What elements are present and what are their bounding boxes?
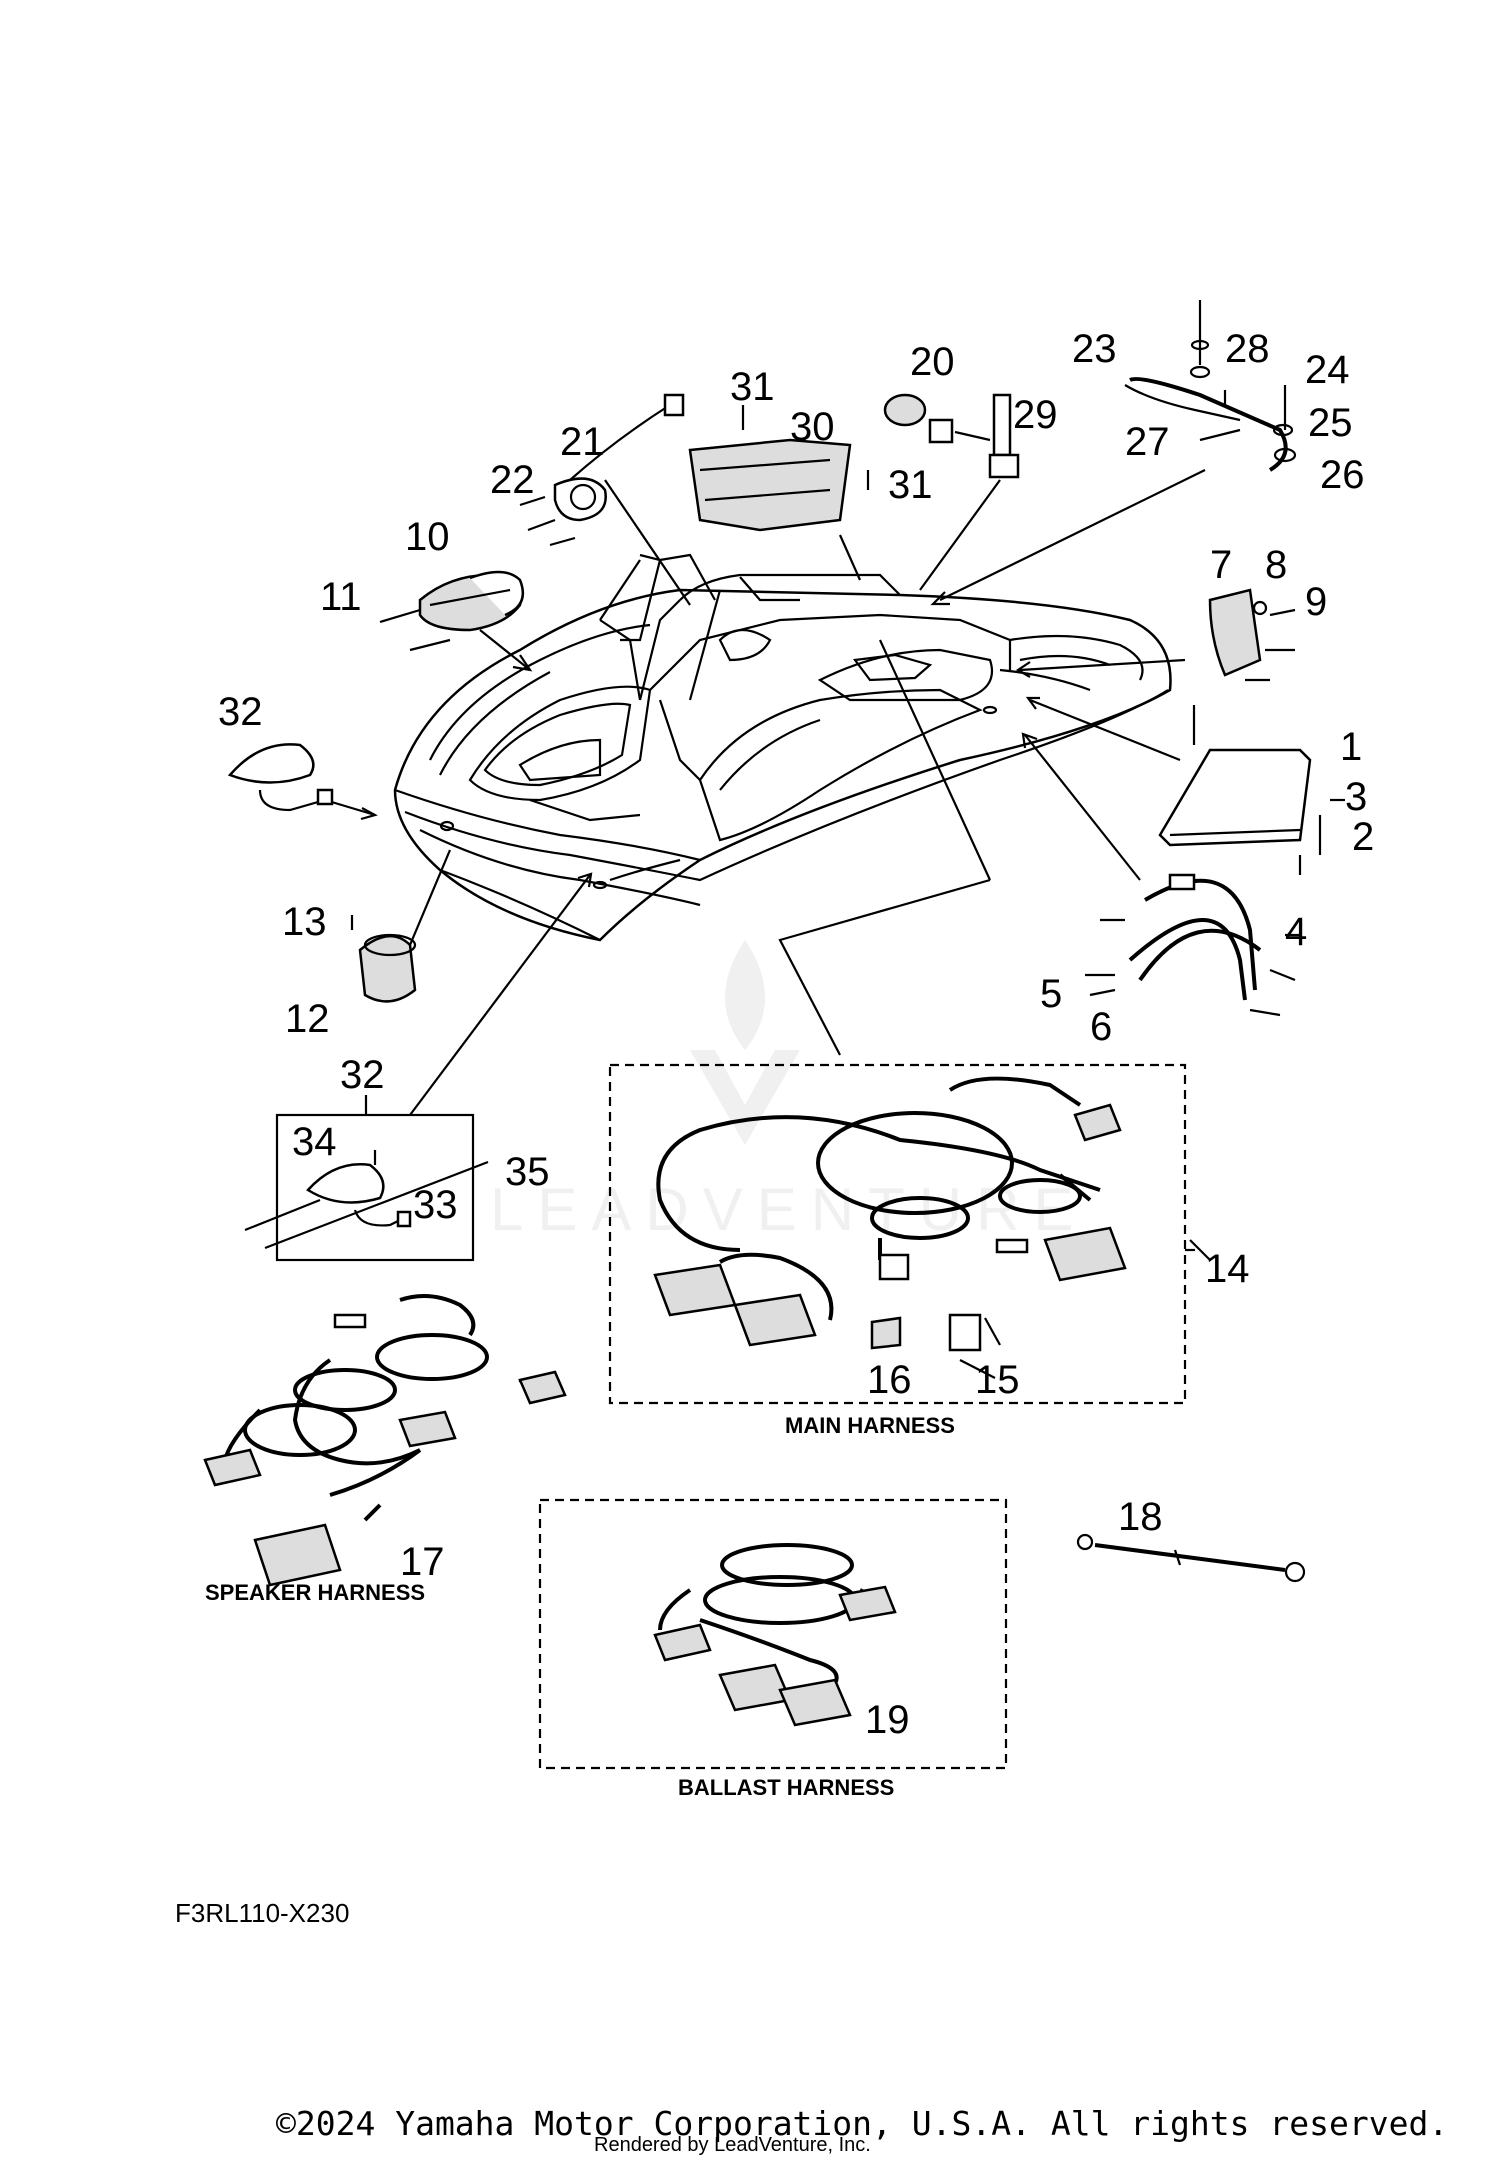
watermark-text: LEADVENTURE: [490, 1176, 1087, 1243]
callout-6: 6: [1090, 1005, 1112, 1049]
part-23-handle: [1124, 300, 1297, 472]
callout-11: 11: [320, 575, 362, 619]
ballast-harness-label: BALLAST HARNESS: [678, 1775, 894, 1800]
leader-lines: [324, 469, 1206, 1116]
part-1-box: [1158, 705, 1345, 875]
callout-21: 21: [560, 420, 605, 464]
callout-10: 10: [405, 515, 450, 559]
callout-13: 13: [282, 900, 327, 944]
callout-8: 8: [1265, 543, 1287, 587]
callout-16: 16: [867, 1358, 912, 1402]
callout-25: 25: [1308, 401, 1353, 445]
diagram-code: F3RL110-X230: [175, 1898, 349, 1928]
boat-hull: [393, 553, 1172, 942]
part-20-29-switch: [883, 393, 1020, 479]
leadventure-watermark: LEADVENTURE: [490, 940, 1087, 1243]
callout-labels: 1 2 3 4 5 6 7 8 9 10 11 12 13 14 15 16 1…: [218, 327, 1374, 1742]
callout-14: 14: [1205, 1247, 1250, 1291]
callout-20: 20: [910, 340, 955, 384]
callout-32a: 32: [218, 690, 263, 734]
callout-12: 12: [285, 997, 330, 1041]
part-18-cable: [1076, 1533, 1306, 1583]
callout-26: 26: [1320, 453, 1365, 497]
callout-5: 5: [1040, 972, 1062, 1016]
callout-30: 30: [790, 405, 835, 449]
ballast-harness-group: [538, 1498, 1008, 1770]
part-10-speaker: [379, 570, 525, 652]
part-12-horn: [350, 915, 417, 1003]
callout-23: 23: [1072, 327, 1117, 371]
callout-34: 34: [292, 1120, 337, 1164]
callout-28: 28: [1225, 327, 1270, 371]
callout-2: 2: [1352, 815, 1374, 859]
part-21-bracket: [519, 393, 685, 547]
part-32-light: [227, 743, 334, 812]
callout-17: 17: [400, 1540, 445, 1584]
callout-24: 24: [1305, 348, 1350, 392]
callout-27: 27: [1125, 420, 1170, 464]
main-harness-label: MAIN HARNESS: [785, 1413, 955, 1438]
callout-18: 18: [1118, 1495, 1163, 1539]
callout-3: 3: [1345, 775, 1367, 819]
speaker-harness-label: SPEAKER HARNESS: [205, 1580, 425, 1605]
callout-7: 7: [1210, 543, 1232, 587]
part-7-module: [1208, 588, 1296, 682]
callout-4: 4: [1285, 910, 1307, 954]
callout-31a: 31: [730, 365, 775, 409]
callout-15: 15: [975, 1358, 1020, 1402]
copyright-notice: ©2024 Yamaha Motor Corporation, U.S.A. A…: [276, 2104, 1449, 2143]
callout-19: 19: [865, 1698, 910, 1742]
callout-32b: 32: [340, 1053, 385, 1097]
speaker-harness-group: [203, 1294, 567, 1587]
main-harness-group: [608, 1063, 1211, 1405]
part-30-cover: [688, 405, 870, 532]
callout-1: 1: [1340, 725, 1362, 769]
callout-29: 29: [1013, 393, 1058, 437]
callout-33: 33: [413, 1183, 458, 1227]
callout-9: 9: [1305, 580, 1327, 624]
callout-31b: 31: [888, 463, 933, 507]
part-4-bands: [1085, 873, 1300, 1017]
rendered-by: Rendered by LeadVenture, Inc.: [594, 2134, 871, 2156]
inset-box-32: [244, 1095, 489, 1262]
callout-22: 22: [490, 458, 535, 502]
callout-35: 35: [505, 1150, 550, 1194]
